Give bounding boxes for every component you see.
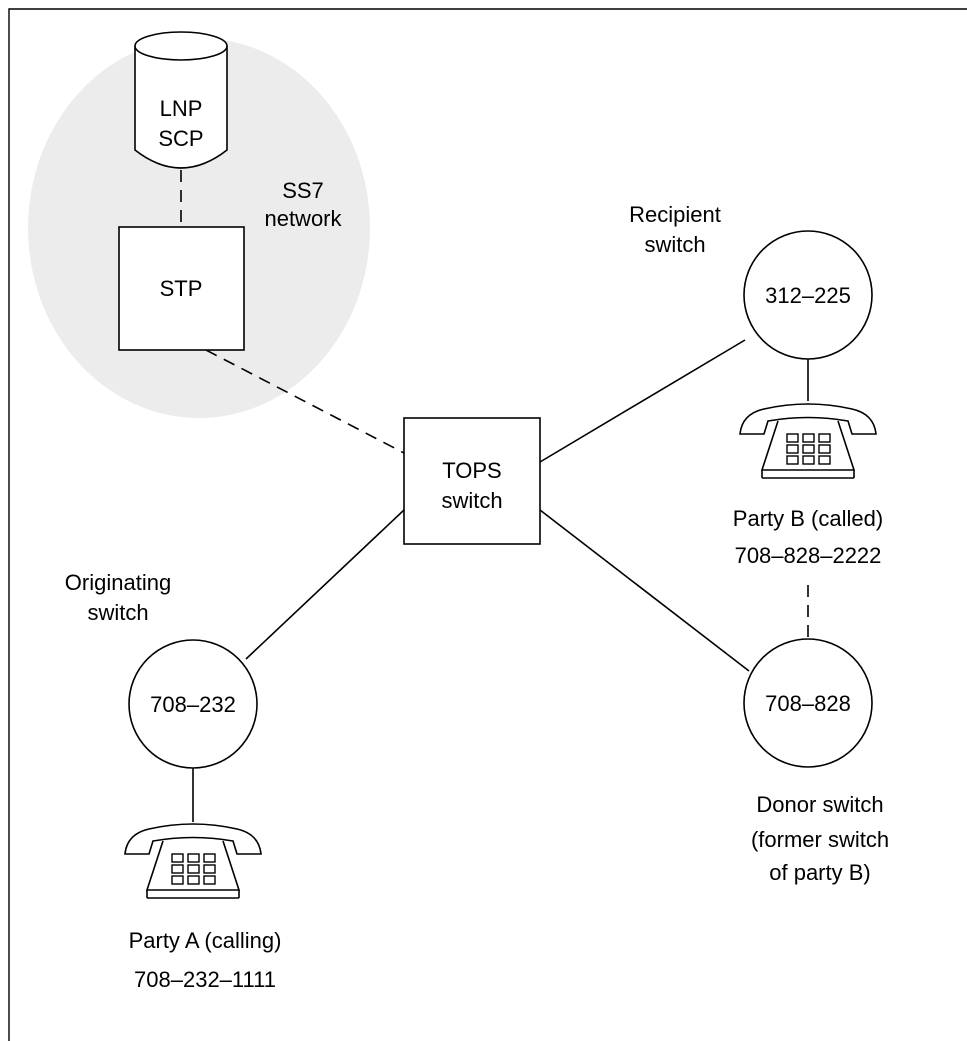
- originating-switch-node: 708–232: [128, 639, 258, 769]
- recipient-caption-line2: switch: [644, 232, 705, 257]
- lnp-scp-line2: SCP: [158, 126, 203, 151]
- stp-box: STP: [118, 226, 245, 351]
- stp-label: STP: [160, 276, 203, 301]
- donor-switch-node: 708–828: [743, 638, 873, 768]
- page-border: [8, 8, 967, 1041]
- tops-donor-link: [539, 509, 750, 672]
- originating-switch-number: 708–232: [150, 692, 236, 717]
- donor-caption-line2: (former switch: [751, 827, 889, 852]
- tops-recipient-link: [539, 339, 746, 463]
- lnp-scp-line1: LNP: [160, 96, 203, 121]
- originating-caption-line2: switch: [87, 600, 148, 625]
- party-b-label: Party B (called): [733, 506, 883, 531]
- tops-originating-link: [245, 509, 405, 660]
- stp-tops-link: [205, 349, 405, 454]
- party-a-phone: 708–232–1111: [134, 967, 276, 992]
- donor-caption-line3: of party B): [769, 860, 870, 885]
- recipient-switch-node: 312–225: [743, 230, 873, 360]
- tops-switch-box: TOPS switch: [403, 417, 541, 545]
- tops-switch-line2: switch: [441, 488, 502, 513]
- tops-switch-line1: TOPS: [442, 458, 502, 483]
- party-a-label: Party A (calling): [129, 928, 282, 953]
- party-b-telephone-icon: [739, 403, 877, 479]
- lnp-scp-database: LNP SCP: [134, 31, 228, 169]
- donor-switch-number: 708–828: [765, 691, 851, 716]
- ss7-label-line2: network: [264, 206, 342, 231]
- donor-caption-line1: Donor switch: [756, 792, 883, 817]
- originating-caption-line1: Originating: [65, 570, 171, 595]
- party-a-telephone-icon: [124, 823, 262, 899]
- ss7-label-line1: SS7: [282, 178, 324, 203]
- recipient-switch-number: 312–225: [765, 283, 851, 308]
- party-b-phone: 708–828–2222: [735, 543, 882, 568]
- recipient-caption-line1: Recipient: [629, 202, 721, 227]
